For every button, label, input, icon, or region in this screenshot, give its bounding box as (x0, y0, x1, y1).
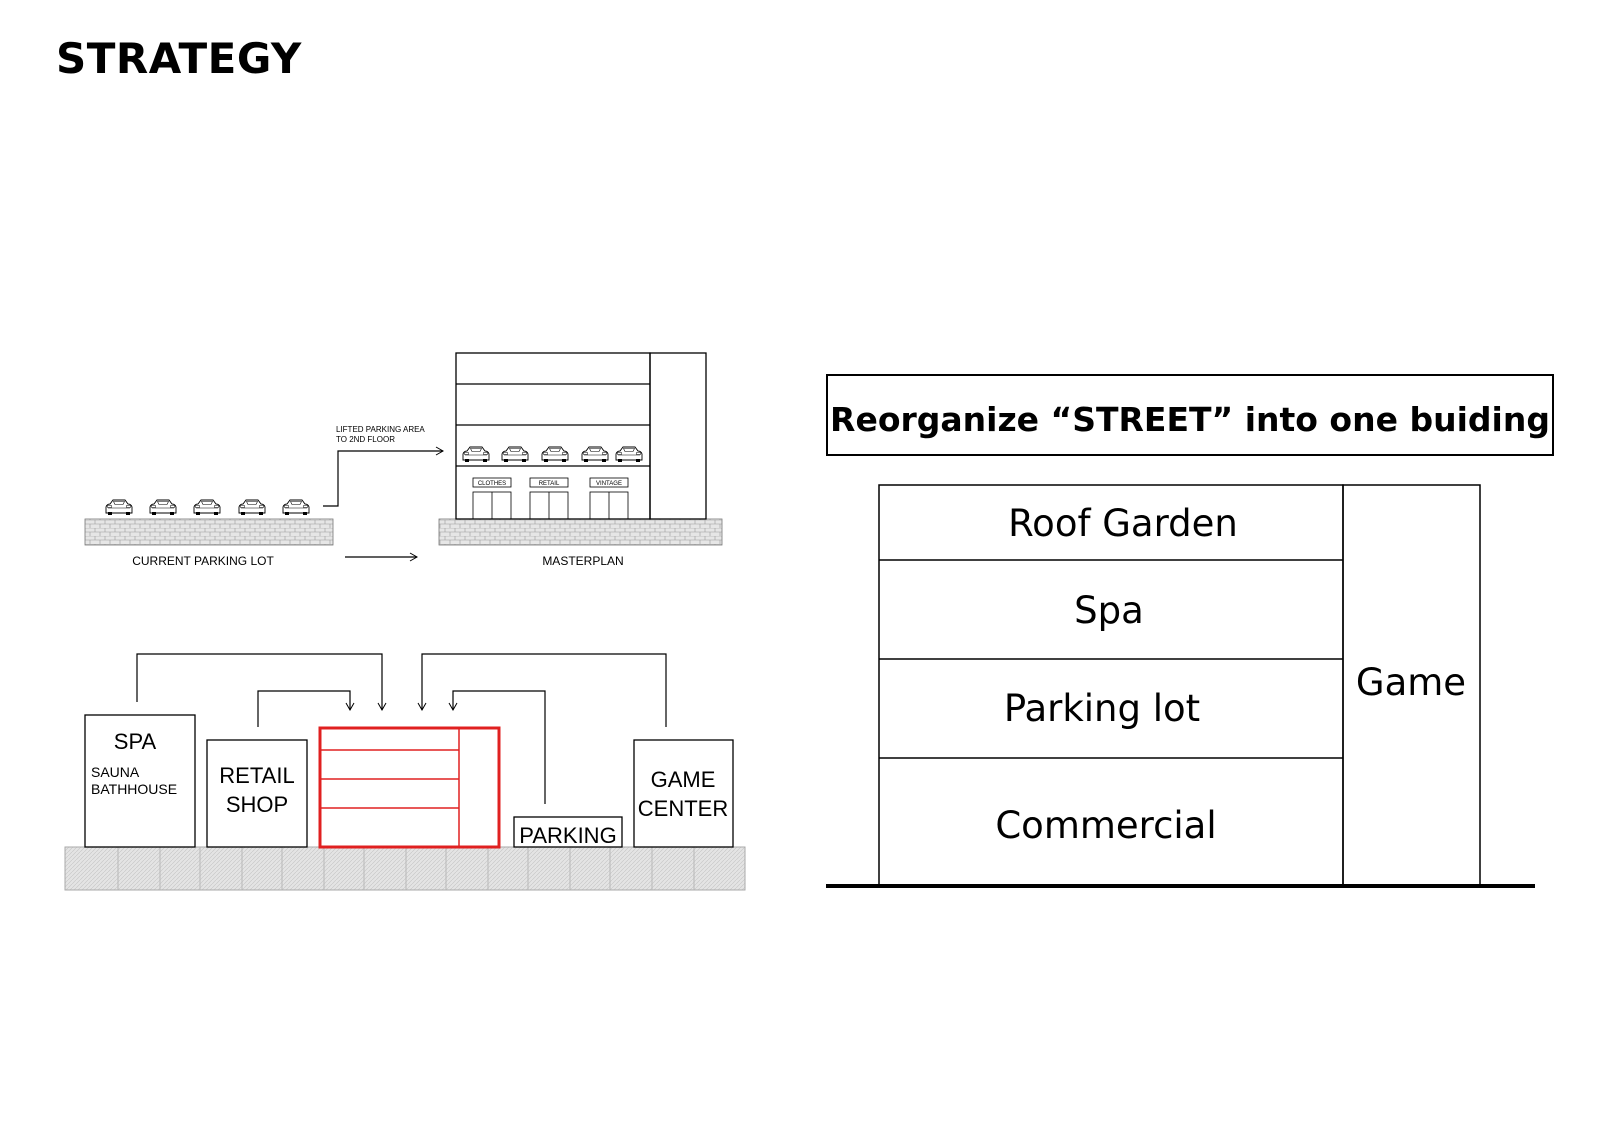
floor-spa: Spa (1074, 589, 1144, 632)
consolidated-building-highlight (318, 726, 501, 849)
current-lot-ground (84, 518, 334, 546)
floor-commercial: Commercial (995, 804, 1216, 847)
game-label-line1: GAME (651, 767, 716, 792)
parking-strategy-diagram: CURRENT PARKING LOT LIFTED PARKING AREA … (84, 352, 723, 568)
game-center-block (633, 739, 734, 848)
game-label-line2: CENTER (638, 796, 728, 821)
street-consolidation-diagram: SPA SAUNA BATHHOUSE RETAIL SHOP PARKING … (64, 653, 746, 891)
masterplan-shops (472, 477, 629, 520)
parking-label: PARKING (519, 823, 616, 848)
masterplan-lifted-cars (462, 446, 643, 463)
shop-label-vintage: VINTAGE (596, 481, 622, 487)
current-lot-label: CURRENT PARKING LOT (132, 554, 274, 568)
masterplan-ground (438, 518, 723, 546)
shop-label-retail: RETAIL (539, 481, 560, 487)
parking-block (513, 816, 623, 848)
shop-label-clothes: CLOTHES (478, 481, 506, 487)
heading-box (826, 374, 1554, 456)
retail-label-line1: RETAIL (219, 763, 294, 788)
retail-block (206, 739, 308, 848)
current-lot-cars (105, 499, 310, 516)
page-title: STRATEGY (56, 34, 302, 83)
spa-block (84, 714, 196, 848)
lifted-label-line1: LIFTED PARKING AREA (336, 425, 425, 434)
retail-label-line2: SHOP (226, 792, 288, 817)
street-ground-joints (117, 847, 695, 890)
street-ground (64, 846, 746, 891)
floor-parking-lot: Parking lot (1004, 687, 1200, 730)
floor-roof-garden: Roof Garden (1008, 502, 1238, 545)
masterplan-label: MASTERPLAN (542, 554, 623, 568)
side-block-game: Game (1356, 661, 1466, 704)
consolidation-arrows (136, 653, 667, 804)
lifted-label-line2: TO 2ND FLOOR (336, 435, 395, 444)
spa-sub-line2: BATHHOUSE (91, 781, 177, 797)
heading-text: Reorganize “STREET” into one buiding (830, 400, 1550, 439)
building-section-diagram: Reorganize “STREET” into one buiding Roo… (826, 374, 1554, 888)
spa-sub-line1: SAUNA (91, 764, 140, 780)
lift-arrow (323, 446, 445, 507)
masterplan-building (455, 352, 707, 520)
spa-label: SPA (114, 729, 157, 754)
